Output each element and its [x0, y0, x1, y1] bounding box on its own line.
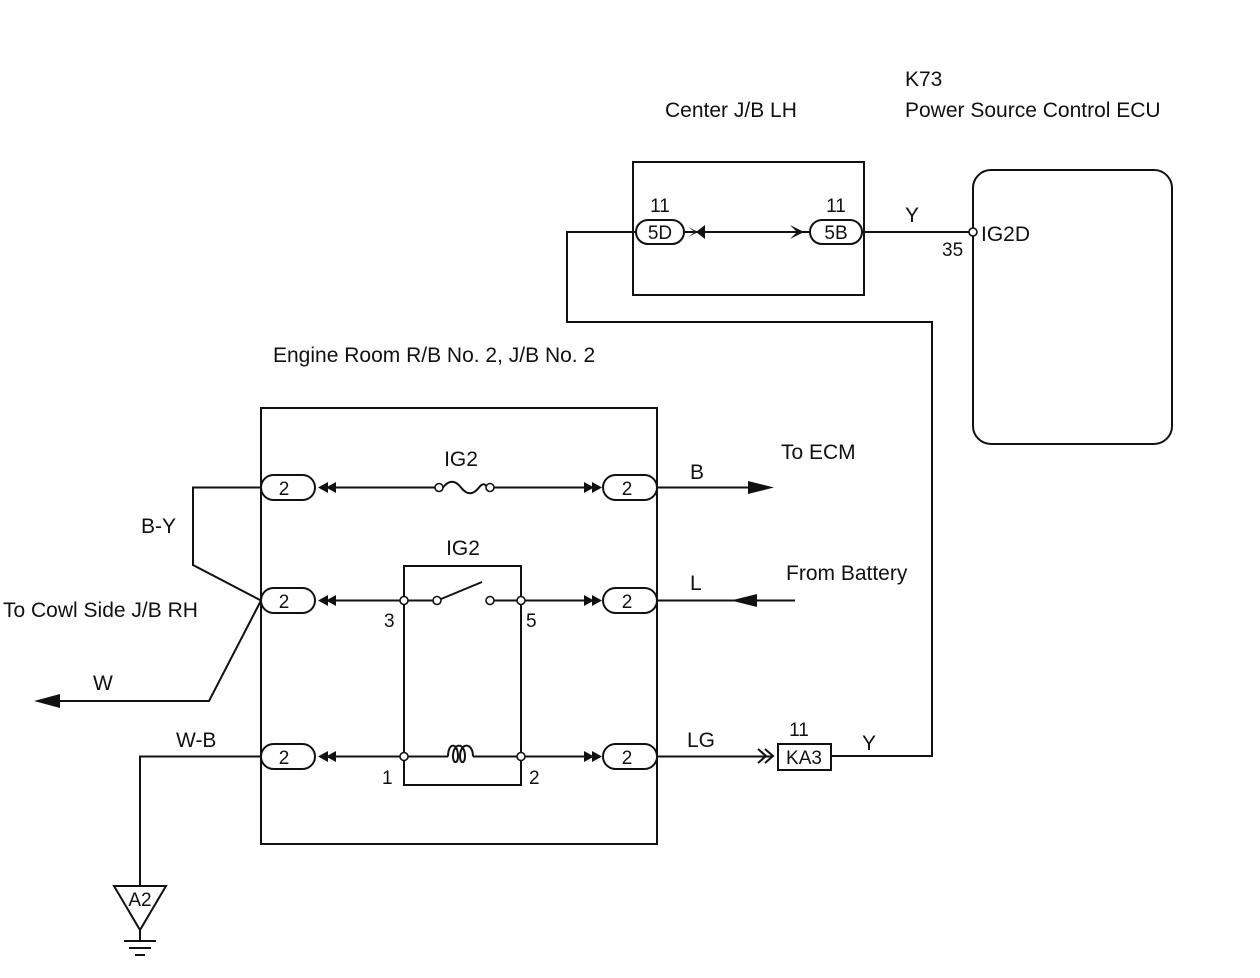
fuse-node-left	[434, 482, 444, 493]
wire-w	[56, 600, 262, 702]
ecu-terminal-node	[968, 227, 978, 237]
wire-b-arrow	[748, 481, 774, 494]
relay-pin5-label: 5	[526, 611, 537, 632]
relay-pin1-node	[399, 751, 409, 762]
center-jb-box	[632, 161, 865, 296]
engine-rb-label: Engine Room R/B No. 2, J/B No. 2	[273, 344, 595, 367]
row2-left-pin: 2	[279, 592, 290, 613]
ground-a2-label: A2	[128, 890, 151, 911]
from-battery-label: From Battery	[786, 562, 908, 585]
relay-switch-blade	[440, 581, 483, 600]
fuse-ig2-icon	[442, 480, 488, 495]
wire-y-bottom-label: Y	[862, 732, 876, 755]
connector-ka3-label: KA3	[786, 748, 822, 769]
relay-pin3-node	[399, 595, 409, 606]
wire-5d-to-ka3	[566, 231, 933, 757]
relay-pin3-label: 3	[384, 611, 395, 632]
fuse-ig2-label: IG2	[444, 448, 478, 471]
connector-5d-label: 5D	[648, 223, 672, 244]
row1-left-pin: 2	[279, 479, 290, 500]
ecu-name-label: Power Source Control ECU	[905, 99, 1161, 122]
row1-right-arrow	[584, 482, 602, 493]
wire-lg-label: LG	[687, 729, 715, 752]
relay-ig2-label: IG2	[446, 537, 480, 560]
to-cowl-label: To Cowl Side J/B RH	[3, 599, 198, 622]
relay-contact-frame	[403, 565, 522, 596]
relay-coil-icon	[447, 744, 474, 764]
ecu-code-label: K73	[905, 68, 942, 91]
row3-left-pin: 2	[279, 748, 290, 769]
connector-ka3	[777, 743, 832, 771]
connector-ka3-pin: 11	[789, 720, 809, 741]
row3-right-arrow	[584, 751, 602, 762]
connector-5b-label: 5B	[824, 223, 847, 244]
wire-l-arrow	[731, 594, 757, 607]
row2-right-arrow	[584, 595, 602, 606]
wire-w-arrow	[34, 694, 60, 708]
to-ecm-label: To ECM	[781, 441, 856, 464]
row3-left-arrow	[318, 751, 336, 762]
engine-rb-box	[260, 407, 658, 845]
wire-w-b-label: W-B	[176, 729, 216, 752]
relay-pin2-label: 2	[529, 768, 540, 789]
relay-pin1-label: 1	[382, 768, 393, 789]
ground-a2-triangle	[112, 885, 168, 932]
relay-contact-node-left	[432, 595, 442, 606]
center-jb-arrow-left-tip	[696, 225, 705, 239]
connector-5b-pin: 11	[826, 196, 846, 217]
ecu-box	[972, 169, 1173, 445]
relay-pin5-node	[516, 595, 526, 606]
wire-y-top-label: Y	[905, 204, 919, 227]
relay-coil-frame	[403, 760, 522, 786]
row2-left-arrow	[318, 595, 336, 606]
wire-l-label: L	[690, 572, 702, 595]
wire-b-label: B	[690, 461, 704, 484]
ecu-terminal-label: IG2D	[981, 223, 1030, 246]
wire-b-y-label: B-Y	[141, 515, 176, 538]
row2-right-pin: 2	[622, 592, 633, 613]
row1-left-arrow	[318, 482, 336, 493]
wire-w-b	[139, 755, 261, 886]
connector-5d-pin: 11	[650, 196, 670, 217]
fuse-node-right	[485, 482, 495, 493]
wire-b-y	[192, 486, 262, 602]
row1-right-pin: 2	[622, 479, 633, 500]
wire-w-label: W	[93, 672, 113, 695]
center-jb-arrow-right	[790, 225, 804, 239]
row3-right-pin: 2	[622, 748, 633, 769]
ecu-terminal-pin: 35	[942, 240, 963, 261]
relay-contact-node-right	[485, 595, 495, 606]
relay-pin2-node	[516, 751, 526, 762]
center-jb-label: Center J/B LH	[665, 99, 797, 122]
